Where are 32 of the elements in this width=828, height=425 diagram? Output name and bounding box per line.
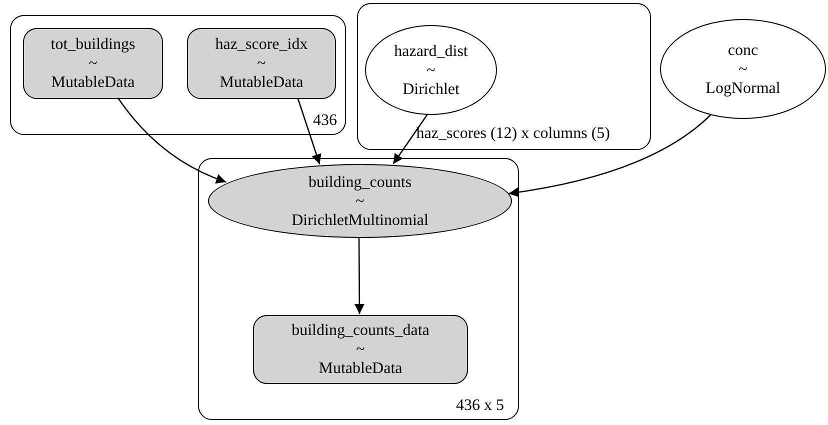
tilde-symbol: ~ [426,60,436,80]
variable-name: tot_buildings [50,35,136,54]
arrow [392,114,428,164]
plate-label: haz_scores (12) x columns (5) [416,125,610,143]
plate-label: 436 x 5 [456,397,504,415]
plate-frame [198,158,519,420]
tilde-symbol: ~ [738,60,748,78]
distribution-name: MutableData [318,359,402,378]
plate-label: 436 [313,112,337,130]
distribution-name: Dirichlet [402,80,460,98]
arrow [118,98,226,184]
data-box [187,28,336,99]
plate-frame [357,3,651,150]
distribution-name: LogNormal [706,78,780,98]
variable-name: hazard_dist [394,42,468,60]
variable-name: building_counts_data [292,321,430,340]
data-box [253,315,468,384]
tilde-symbol: ~ [88,54,98,73]
variable-name: haz_score_idx [215,35,308,54]
plate-frame [10,15,346,135]
tilde-symbol: ~ [356,192,364,210]
variable-name: conc [728,40,758,60]
arrow [354,237,364,314]
variable-name: building_counts [308,172,412,192]
tilde-symbol: ~ [356,340,365,359]
tilde-symbol: ~ [257,54,266,73]
data-box [23,28,163,99]
distribution-name: MutableData [220,73,304,92]
arrow [297,98,322,164]
arrow [508,114,711,198]
distribution-name: MutableData [51,73,135,92]
distribution-name: DirichletMultinomial [292,210,428,230]
